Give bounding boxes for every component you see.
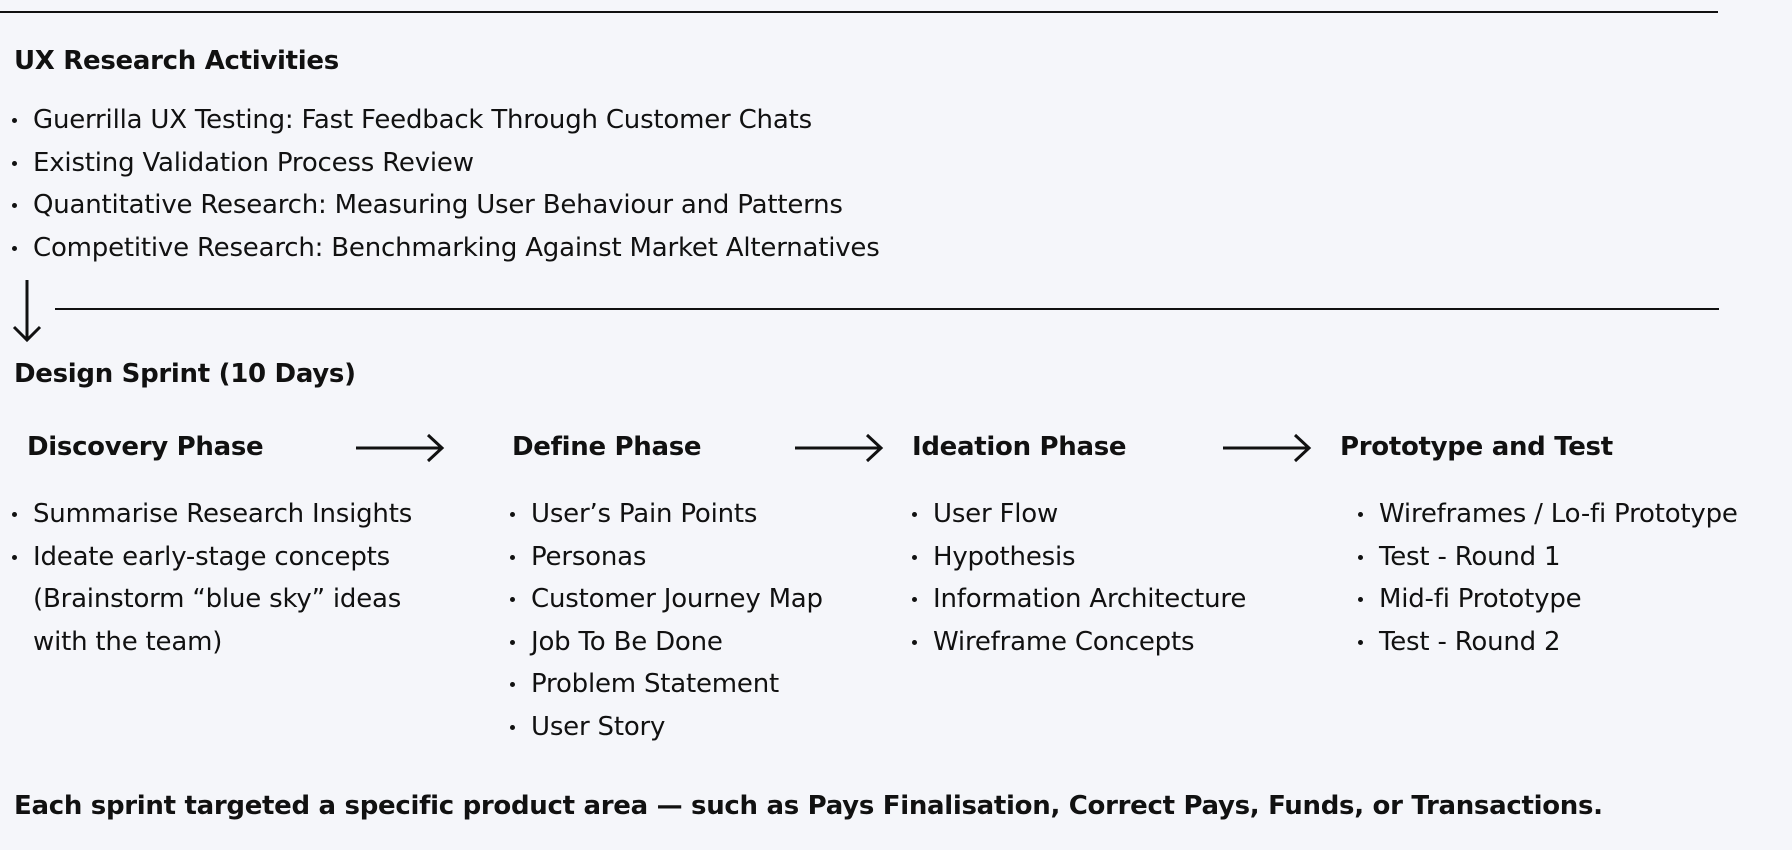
- list-item: Test - Round 1: [1358, 536, 1738, 579]
- list-item: Hypothesis: [912, 536, 1246, 579]
- list-item: Information Architecture: [912, 578, 1246, 621]
- list-item: Test - Round 2: [1358, 621, 1738, 664]
- list-item: Quantitative Research: Measuring User Be…: [12, 184, 880, 227]
- list-item: Job To Be Done: [510, 621, 823, 664]
- list-item: User Flow: [912, 493, 1246, 536]
- phase-title-define: Define Phase: [512, 432, 702, 462]
- list-item: Competitive Research: Benchmarking Again…: [12, 227, 880, 270]
- list-item: User’s Pain Points: [510, 493, 823, 536]
- ideation-list: User Flow Hypothesis Information Archite…: [912, 493, 1246, 663]
- list-item: Wireframe Concepts: [912, 621, 1246, 664]
- research-title: UX Research Activities: [14, 46, 339, 76]
- discovery-list: Summarise Research Insights Ideate early…: [12, 493, 452, 663]
- phase-title-ideation: Ideation Phase: [912, 432, 1127, 462]
- list-item: Ideate early-stage concepts (Brainstorm …: [12, 536, 438, 664]
- middle-divider: [55, 308, 1719, 310]
- arrow-right-icon: [356, 433, 445, 463]
- arrow-right-icon: [795, 433, 884, 463]
- list-item: Guerrilla UX Testing: Fast Feedback Thro…: [12, 99, 880, 142]
- phase-title-discovery: Discovery Phase: [27, 432, 264, 462]
- top-divider: [0, 11, 1718, 13]
- research-list: Guerrilla UX Testing: Fast Feedback Thro…: [12, 99, 880, 269]
- list-item: Personas: [510, 536, 823, 579]
- footer-note: Each sprint targeted a specific product …: [14, 791, 1603, 821]
- arrow-down-icon: [12, 280, 42, 343]
- list-item: User Story: [510, 706, 823, 749]
- list-item: Problem Statement: [510, 663, 823, 706]
- list-item: Mid-fi Prototype: [1358, 578, 1738, 621]
- arrow-right-icon: [1223, 433, 1312, 463]
- prototype-list: Wireframes / Lo-fi Prototype Test - Roun…: [1358, 493, 1738, 663]
- phase-title-prototype: Prototype and Test: [1340, 432, 1613, 462]
- list-item: Existing Validation Process Review: [12, 142, 880, 185]
- list-item: Summarise Research Insights: [12, 493, 452, 536]
- sprint-title: Design Sprint (10 Days): [14, 359, 356, 389]
- define-list: User’s Pain Points Personas Customer Jou…: [510, 493, 823, 748]
- list-item: Customer Journey Map: [510, 578, 823, 621]
- list-item: Wireframes / Lo-fi Prototype: [1358, 493, 1738, 536]
